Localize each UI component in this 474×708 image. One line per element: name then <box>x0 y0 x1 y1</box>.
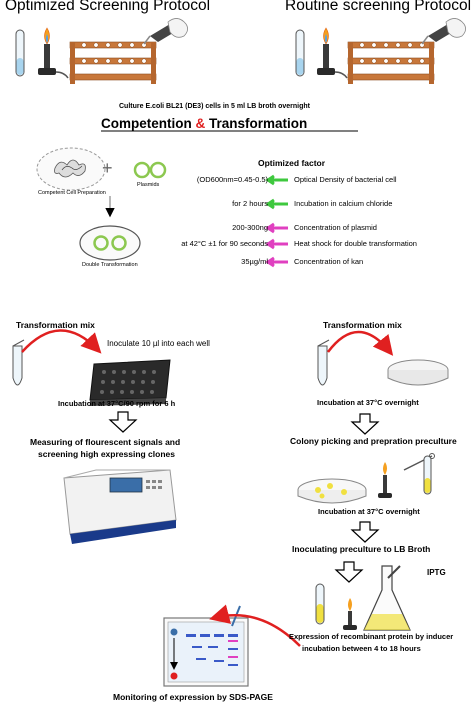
green-arrow-icon <box>265 174 288 186</box>
right-incubation-2: Incubation at 37°C overnight <box>318 507 420 516</box>
well-plate-icon <box>89 359 171 406</box>
section-title-ampersand: & <box>195 116 206 131</box>
right-expression-line1: Expression of recombinant protein by ind… <box>289 632 454 641</box>
right-incubation-1: Incubation at 37°C overnight <box>317 398 419 407</box>
factor-desc-kan: Concentration of kan <box>294 257 364 266</box>
microtube-icon <box>317 345 328 386</box>
culture-instruction: Culture E.coli BL21 (DE3) cells in 5 ml … <box>119 103 310 110</box>
left-measuring-line1: Measuring of flourescent signals and <box>30 437 181 447</box>
factor-value-plasmid: 200-300ng <box>232 223 268 232</box>
syringe-icon <box>387 565 401 579</box>
factor-desc-heatshock: Heat shock for double transformation <box>294 239 417 248</box>
test-tube-icon <box>423 455 432 495</box>
tube-rack-icon <box>347 41 435 84</box>
left-protocol-title: Optimized Screening Protocol <box>5 0 211 14</box>
green-arrow-icon <box>265 198 288 210</box>
microtube-icon <box>12 345 23 386</box>
hollow-down-arrow-icon <box>350 413 380 435</box>
hollow-down-arrow-icon <box>334 561 364 583</box>
competent-cell-diagram <box>36 147 106 191</box>
bunsen-burner-icon <box>38 27 69 79</box>
magenta-arrow-icon <box>265 256 288 268</box>
tube-rack-icon <box>69 41 157 84</box>
hollow-down-arrow-icon <box>350 521 380 543</box>
hollow-down-arrow-icon <box>108 411 138 433</box>
pipette-hand-icon <box>421 18 466 45</box>
factor-desc-calcium: Incubation in calcium chloride <box>294 199 393 208</box>
bunsen-burner-icon <box>317 27 348 79</box>
factor-value-od: (OD600nm=0.45-0.5) <box>196 175 268 184</box>
right-protocol-title: Routine screening Protocol <box>285 0 472 14</box>
right-flow-graphics <box>297 330 449 631</box>
factor-value-calcium: for 2 hours <box>232 199 268 208</box>
left-measuring-line2: screening high expressing clones <box>38 449 175 459</box>
right-top-equipment <box>295 18 466 84</box>
bunsen-burner-icon <box>378 462 392 498</box>
test-tube-icon <box>315 583 325 625</box>
left-incubation: Incubation at 37°C/90 rpm for 6 h <box>58 399 176 408</box>
right-colony-picking: Colony picking and prepration preculture <box>290 436 457 446</box>
sds-page-gel-icon <box>163 605 249 687</box>
petri-dish-colonies-icon <box>297 478 367 504</box>
double-transformation-cell <box>79 225 141 261</box>
right-inoculating: Inoculating preculture to LB Broth <box>292 544 431 554</box>
monitoring-sds-page: Monitoring of expression by SDS-PAGE <box>113 692 273 702</box>
competent-cell-label: Competent Cell Preparation <box>38 190 106 196</box>
magenta-arrow-icon <box>265 238 288 250</box>
left-top-equipment <box>15 18 188 84</box>
optimized-factor-title: Optimized factor <box>258 158 326 168</box>
erlenmeyer-flask-icon <box>363 565 411 631</box>
plasmids-label: Plasmids <box>137 182 160 188</box>
section-title-competention: Competention <box>101 116 192 131</box>
test-tube-icon <box>295 29 305 77</box>
petri-dish-icon <box>387 359 449 386</box>
magenta-arrow-icon <box>265 222 288 234</box>
bunsen-burner-icon <box>343 598 357 630</box>
factor-desc-plasmid: Concentration of plasmid <box>294 223 377 232</box>
left-transformation-mix: Transformation mix <box>16 320 95 330</box>
test-tube-icon <box>15 29 25 77</box>
factor-desc-od: Optical Density of bacterial cell <box>294 175 397 184</box>
right-transformation-mix: Transformation mix <box>323 320 402 330</box>
factor-value-kan: 35µg/ml <box>241 257 268 266</box>
right-expression-line2: incubation between 4 to 18 hours <box>302 644 421 653</box>
spectrophotometer-icon <box>63 469 177 544</box>
double-transformation-label: Double Transformation <box>82 262 138 268</box>
red-arc-arrow-icon <box>21 329 102 354</box>
section-title: Competention & Transformation <box>101 116 307 131</box>
plus-sign: + <box>102 158 113 178</box>
left-flow-graphics <box>12 329 177 544</box>
plasmids-diagram <box>133 161 167 179</box>
left-inoculate: Inoculate 10 µl into each well <box>107 339 210 348</box>
section-title-transformation: Transformation <box>209 116 308 131</box>
red-curve-arrow-icon <box>209 604 301 647</box>
factor-value-heatshock: at 42°C ±1 for 90 seconds <box>181 239 268 248</box>
red-arc-arrow-icon <box>327 330 394 356</box>
pipette-hand-icon <box>143 18 188 45</box>
factor-arrows <box>265 174 288 268</box>
iptg-label: IPTG <box>427 568 446 577</box>
